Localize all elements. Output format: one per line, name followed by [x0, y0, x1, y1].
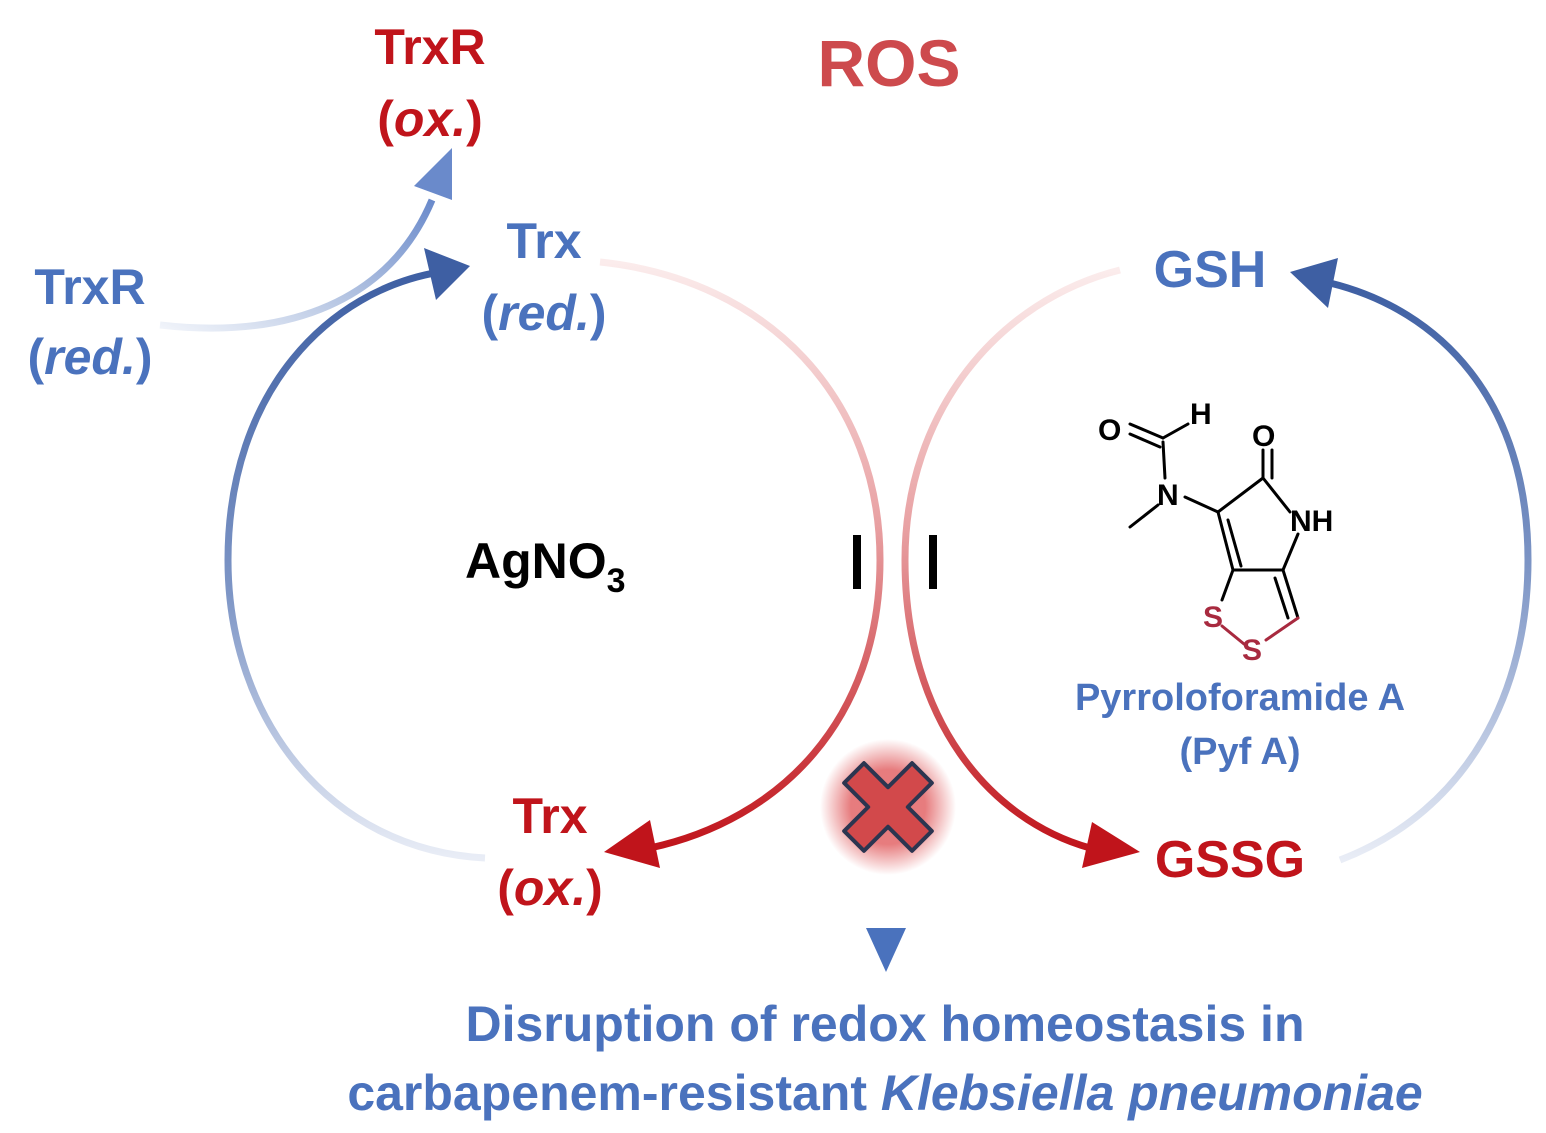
trxr-red-state: (red.) [27, 329, 152, 385]
trxr-ox-name: TrxR [374, 19, 485, 75]
gssg-label: GSSG [1155, 831, 1305, 889]
atom-n-amine: N [1157, 479, 1179, 512]
agno3-label: AgNO3 [465, 533, 626, 600]
arrowhead [424, 248, 470, 300]
atom-o-formyl: O [1098, 414, 1121, 447]
trxr-arc [159, 198, 436, 332]
atom-s1: S [1203, 601, 1223, 634]
ros-label: ROS [817, 26, 960, 100]
right-cycle [901, 258, 1532, 868]
trx-reduction-arc [224, 268, 486, 862]
trxr-ox-label: TrxR (ox.) [374, 19, 485, 147]
arrowhead [866, 928, 906, 972]
outcome-line-2: carbapenem-resistant Klebsiella pneumoni… [347, 1065, 1422, 1121]
gsh-oxidation-arc [901, 266, 1121, 852]
trx-ox-label: Trx (ox.) [497, 788, 603, 916]
trxr-ox-state: (ox.) [377, 91, 483, 147]
atom-s2: S [1242, 634, 1262, 667]
pyfa-name: Pyrroloforamide A [1075, 677, 1405, 719]
pyfa-abbr: (Pyf A) [1179, 731, 1300, 773]
blocked-x-icon [820, 739, 956, 875]
trx-red-label: Trx (red.) [481, 213, 606, 341]
trx-red-name: Trx [506, 213, 581, 269]
inhibition-bar [929, 535, 937, 589]
left-cycle [224, 248, 884, 868]
arrowhead [1290, 258, 1338, 308]
pyfa-structure [1128, 422, 1300, 646]
pyfa-atoms: O H O N NH S S [1098, 398, 1333, 667]
arrowhead [604, 820, 660, 868]
gssg-reduction-arc [1329, 279, 1532, 864]
inhibition-bar [853, 535, 861, 589]
atom-h-formyl: H [1190, 398, 1212, 431]
gsh-label: GSH [1154, 241, 1267, 299]
arrowhead [414, 148, 452, 200]
arrowhead [1082, 822, 1140, 868]
trx-ox-name: Trx [512, 788, 587, 844]
outcome-text: Disruption of redox homeostasis in carba… [347, 996, 1422, 1121]
trx-ox-state: (ox.) [497, 860, 603, 916]
atom-o-carbonyl: O [1252, 420, 1275, 453]
trx-oxidation-arc [599, 258, 884, 852]
trx-red-state: (red.) [481, 285, 606, 341]
trxr-red-name: TrxR [34, 259, 145, 315]
atom-nh: NH [1290, 505, 1333, 538]
pyfa-label: Pyrroloforamide A (Pyf A) [1075, 677, 1405, 773]
outcome-line-1: Disruption of redox homeostasis in [466, 996, 1305, 1052]
trxr-red-label: TrxR (red.) [27, 259, 152, 385]
